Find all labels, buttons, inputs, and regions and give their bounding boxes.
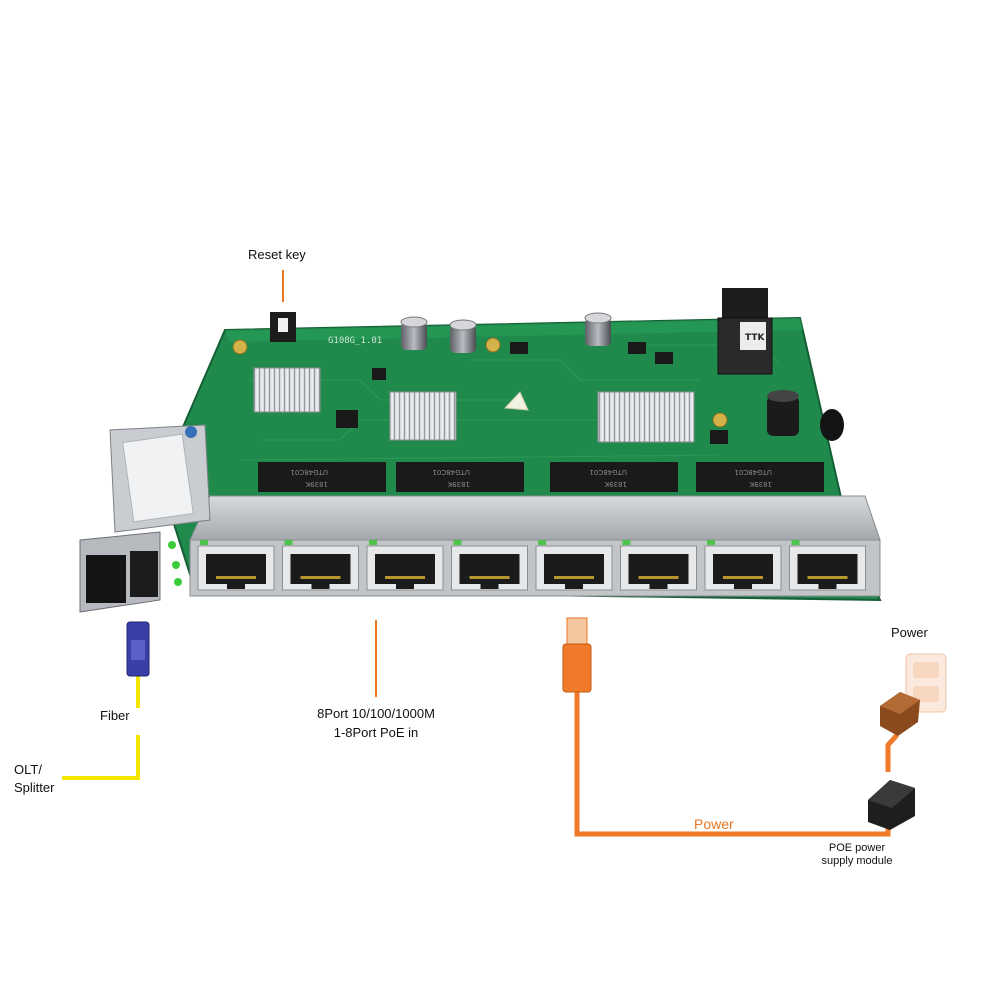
svg-text:1839K: 1839K: [447, 480, 470, 488]
svg-text:1839K: 1839K: [749, 480, 772, 488]
dc-power-jack: TTK: [717, 288, 773, 375]
board-silkscreen: G108G_1.01: [328, 336, 382, 346]
power-cable-label: Power: [694, 816, 734, 832]
mounting-hole: [232, 339, 248, 355]
svg-text:UTG48C01: UTG48C01: [734, 468, 772, 476]
magnetics-chip-3: 1839K UTG48C01: [550, 462, 678, 492]
reset-key-switch: [270, 312, 296, 342]
sfp-fiber-port[interactable]: [86, 555, 126, 603]
reset-key-label: Reset key: [248, 247, 306, 262]
ethernet-cable: [562, 617, 899, 837]
fiber-cable: [62, 621, 150, 780]
rj45-port-2[interactable]: [282, 540, 359, 591]
ports-label-line1: 8Port 10/100/1000M: [317, 706, 435, 721]
ports-label-line2: 1-8Port PoE in: [334, 725, 419, 740]
capacitor: [767, 390, 799, 436]
capacitor: [449, 319, 477, 353]
capacitor: [584, 312, 612, 346]
small-chip: [628, 342, 646, 354]
small-chip: [372, 368, 386, 380]
svg-text:UTG48C01: UTG48C01: [432, 468, 470, 476]
dc-jack-marking: TTK: [745, 333, 765, 343]
rj45-port-row: [197, 540, 866, 591]
heatsink: [253, 367, 321, 413]
power-source-label: Power: [891, 625, 929, 640]
magnetics-chip-1: 1839K UTG48C01: [258, 462, 386, 492]
rj45-port-1[interactable]: [197, 540, 275, 591]
small-chip: [510, 342, 528, 354]
rj45-port-5[interactable]: [535, 540, 613, 591]
power-adapter: [880, 692, 920, 736]
olt-label-line1: OLT/: [14, 762, 42, 777]
svg-text:1839K: 1839K: [305, 480, 328, 488]
thermistor: [820, 409, 844, 441]
rj45-plug: [566, 617, 588, 645]
mounting-hole: [712, 412, 728, 428]
poe-module-label-line1: POE power: [829, 842, 886, 854]
capacitor: [400, 316, 428, 350]
heatsink: [597, 391, 695, 443]
rj45-port-7[interactable]: [704, 540, 782, 591]
rj45-port-3[interactable]: [366, 540, 444, 591]
wall-outlet: [905, 653, 947, 713]
svg-text:UTG48C01: UTG48C01: [290, 468, 328, 476]
rj45-port-8[interactable]: [789, 540, 866, 591]
small-chip: [336, 410, 358, 428]
rj45-port-6[interactable]: [620, 540, 697, 591]
svg-text:1839K: 1839K: [604, 480, 627, 488]
poe-module-label-line2: supply module: [822, 855, 893, 867]
small-chip: [710, 430, 728, 444]
mounting-hole: [485, 337, 501, 353]
olt-label-line2: Splitter: [14, 780, 55, 795]
magnetics-chip-2: 1839K UTG48C01: [396, 462, 524, 492]
switch-board: G108G_1.01: [79, 288, 882, 613]
magnetics-chip-4: 1839K UTG48C01: [696, 462, 824, 492]
esd-logo: [503, 391, 529, 411]
fiber-label: Fiber: [100, 708, 130, 723]
poe-injector: [868, 780, 915, 830]
rj45-port-4[interactable]: [451, 540, 528, 591]
svg-text:UTG48C01: UTG48C01: [589, 468, 627, 476]
small-chip: [655, 352, 673, 364]
heatsink: [389, 391, 457, 441]
rj45-shield-top: [189, 495, 881, 541]
sfp-module: [79, 424, 211, 613]
